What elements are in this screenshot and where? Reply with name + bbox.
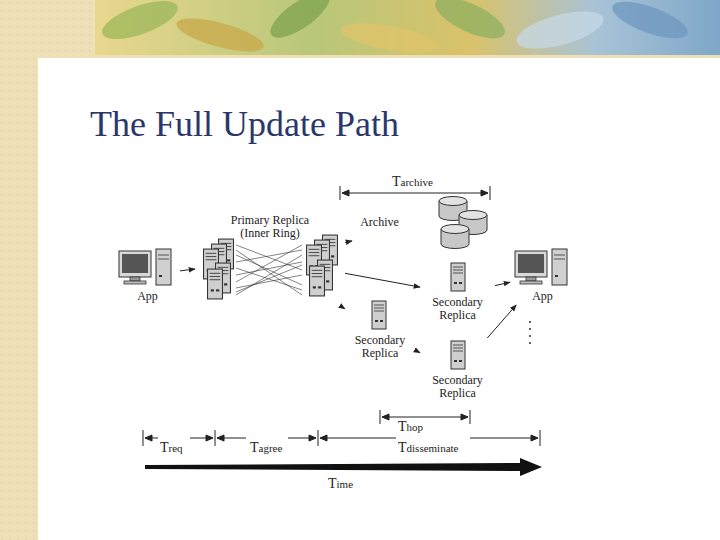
ring-mesh bbox=[236, 245, 302, 295]
archive-storage: Archive bbox=[352, 195, 492, 255]
node-label: App bbox=[510, 290, 575, 303]
computer-icon bbox=[119, 249, 171, 285]
time-axis bbox=[145, 458, 542, 476]
node-label: Primary Replica (Inner Ring) bbox=[215, 214, 325, 240]
node-label: Secondary Replica bbox=[420, 296, 495, 322]
server-icon bbox=[310, 266, 325, 296]
slide-title: The Full Update Path bbox=[90, 103, 399, 145]
node-label: Secondary Replica bbox=[345, 334, 415, 360]
ellipsis-dots bbox=[529, 321, 531, 344]
update-arrow bbox=[345, 241, 352, 243]
server-icon bbox=[451, 263, 465, 291]
paper-strip bbox=[0, 0, 38, 540]
update-arrow bbox=[342, 307, 345, 309]
update-arrow bbox=[415, 350, 420, 353]
update-arrow bbox=[495, 282, 510, 285]
secondary-replica: Secondary Replica bbox=[345, 298, 415, 366]
computer-icon bbox=[515, 249, 567, 285]
client-computer: App bbox=[510, 245, 575, 305]
node-label: Archive bbox=[352, 216, 407, 229]
secondary-replica: Secondary Replica bbox=[420, 260, 495, 328]
server-icon bbox=[451, 341, 465, 369]
update-arrow bbox=[180, 269, 195, 271]
timing-label: Thop bbox=[398, 419, 423, 435]
timing-label: Treq bbox=[160, 440, 183, 456]
leaf-shapes bbox=[98, 0, 692, 59]
timing-brackets bbox=[143, 186, 540, 446]
update-arrow bbox=[345, 273, 420, 287]
server-icon bbox=[208, 269, 223, 299]
inner-ring-group: Primary Replica (Inner Ring) bbox=[195, 212, 345, 307]
update-arrow bbox=[487, 305, 516, 338]
timing-label: Tagree bbox=[250, 440, 282, 456]
client-computer: App bbox=[115, 245, 180, 305]
disk-icon bbox=[441, 225, 469, 249]
node-label: App bbox=[115, 290, 180, 303]
server-icon bbox=[372, 301, 386, 329]
timing-label: Time bbox=[328, 476, 353, 492]
secondary-replica: Secondary Replica bbox=[420, 338, 495, 406]
timing-label: Tarchive bbox=[392, 174, 433, 190]
node-label: Secondary Replica bbox=[420, 374, 495, 400]
timing-label: Tdisseminate bbox=[398, 440, 459, 456]
content-area bbox=[38, 58, 720, 540]
